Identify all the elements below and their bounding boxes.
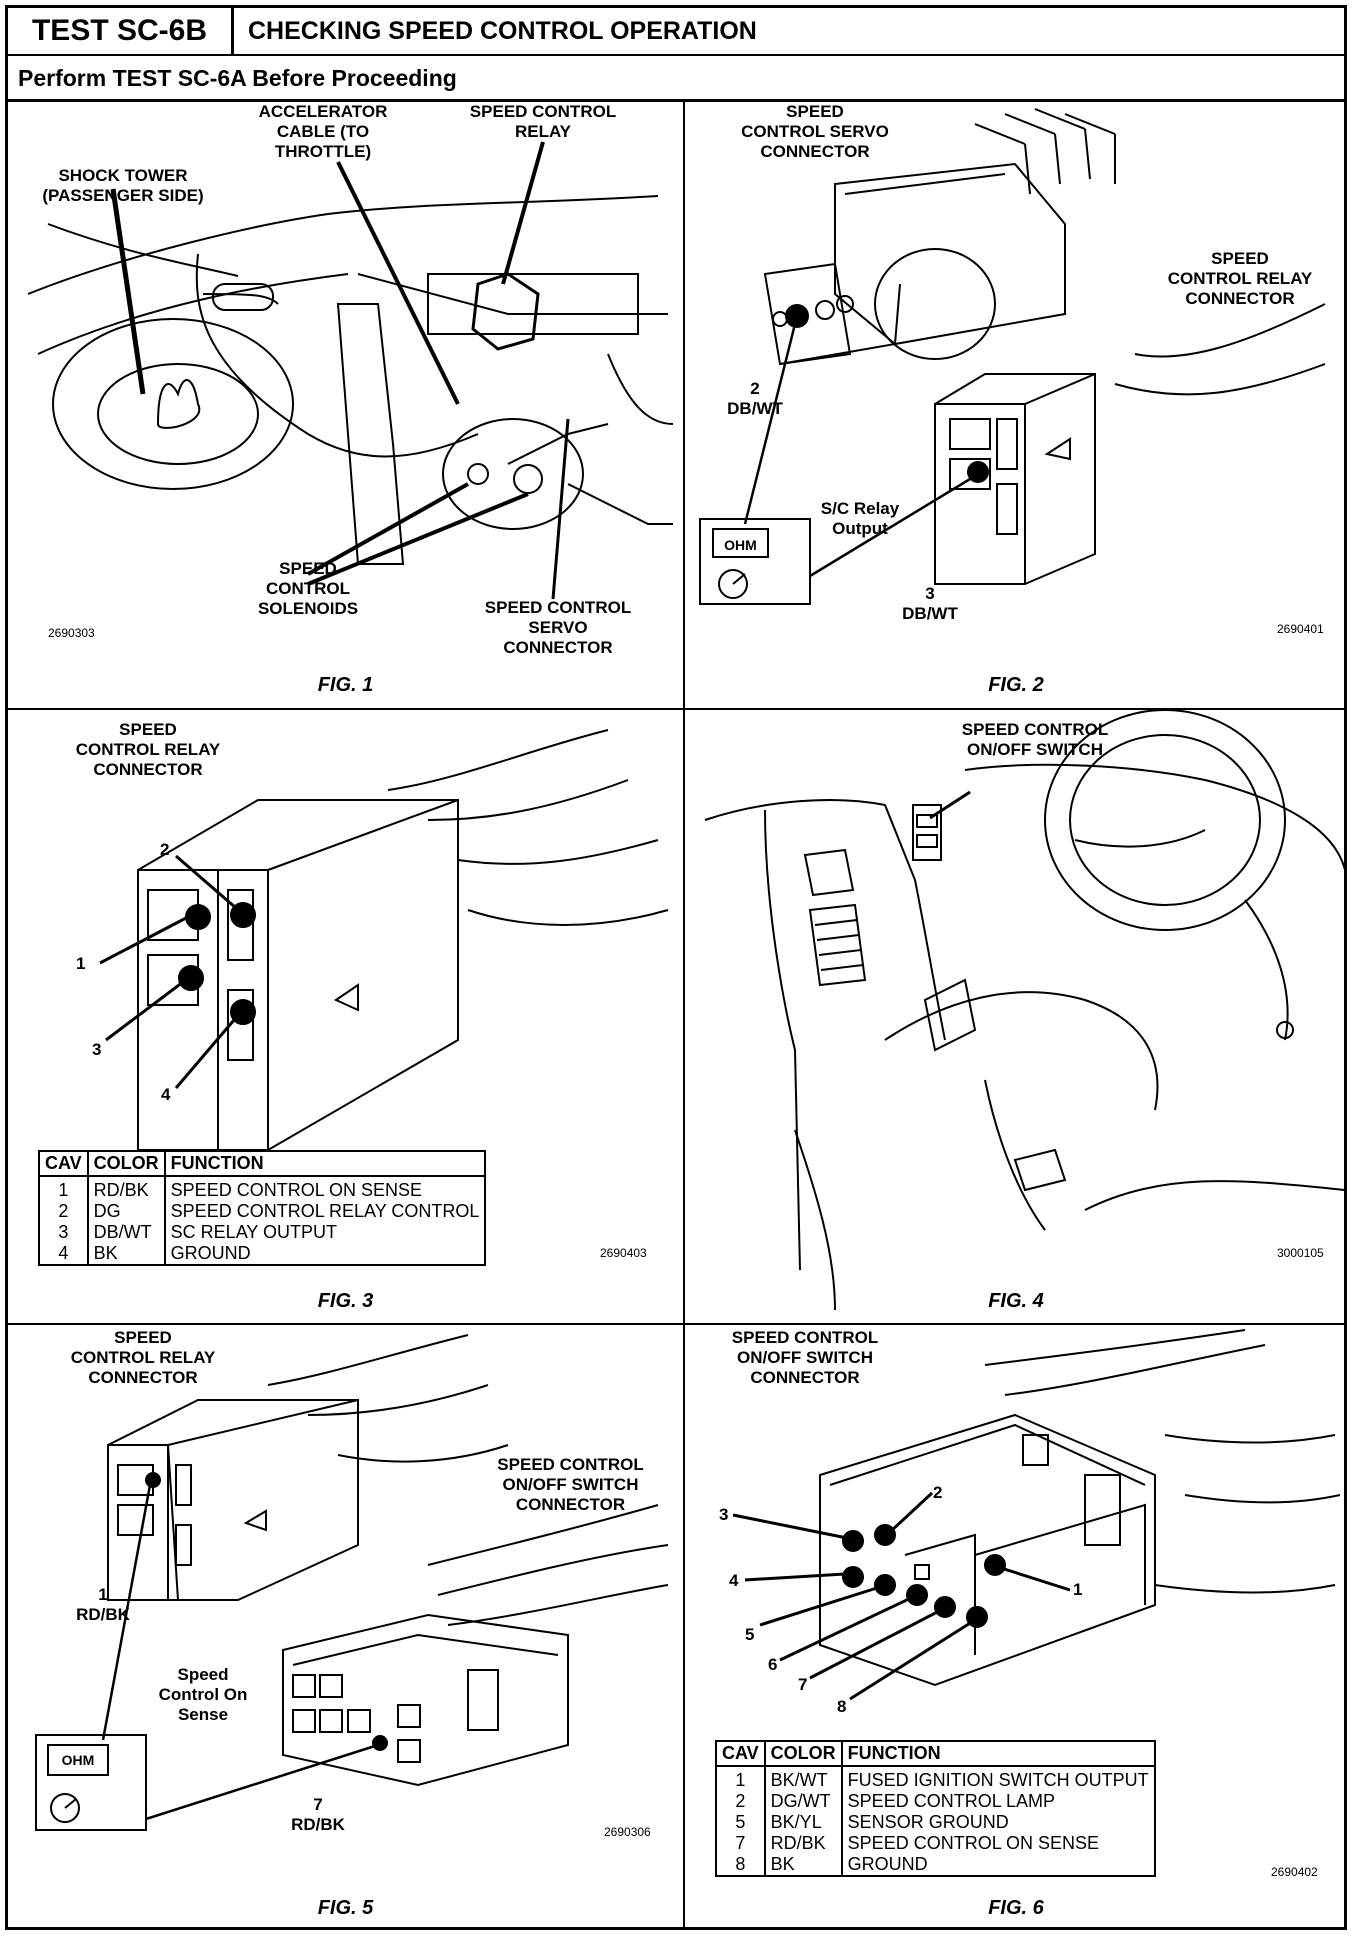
label-servo-connector: SPEED CONTROL SERVO CONNECTOR: [741, 102, 889, 161]
dashboard-switch-location: [704, 710, 1346, 1311]
column-header: CAV: [715, 1740, 766, 1767]
pin-label-3: 3: [92, 1040, 102, 1059]
column-header: FUNCTION: [840, 1740, 1156, 1767]
figure-5-caption: FIG. 5: [317, 1897, 374, 1919]
label-shock-tower: SHOCK TOWER (PASSENGER SIDE): [42, 166, 204, 205]
pin-label-2: 2: [933, 1483, 943, 1502]
figure-code: 2690402: [1271, 1865, 1318, 1879]
label-pin-2: 2 DB/WT: [727, 379, 783, 418]
label-switch-connector: SPEED CONTROL ON/OFF SWITCH CONNECTOR: [497, 1455, 644, 1514]
pin-label-4: 4: [161, 1085, 171, 1104]
figure-2-panel: SPEED CONTROL SERVO CONNECTOR SPEED CONT…: [685, 102, 1347, 708]
pin-label-7: 7: [798, 1675, 808, 1694]
panel-divider-row1: [8, 708, 1344, 710]
column-header: FUNCTION: [163, 1150, 487, 1177]
label-relay-connector: SPEED CONTROL RELAY CONNECTOR: [75, 720, 221, 779]
pin-label-2: 2: [160, 840, 170, 859]
label-speed-control-relay: SPEED CONTROL RELAY: [469, 102, 617, 141]
column-header: CAV: [38, 1150, 89, 1177]
label-pin-3: 3 DB/WT: [902, 584, 958, 623]
pin-label-6: 6: [768, 1655, 778, 1674]
figure-1-panel: SHOCK TOWER (PASSENGER SIDE) ACCELERATOR…: [8, 102, 683, 708]
label-solenoids: SPEED CONTROL SOLENOIDS: [257, 559, 359, 618]
relay-connector-pinout: [99, 729, 669, 1151]
test-id: TEST SC-6B: [8, 8, 234, 54]
pin-label-8: 8: [837, 1697, 847, 1716]
header-bar: TEST SC-6B CHECKING SPEED CONTROL OPERAT…: [8, 8, 1344, 56]
figure-code: 2690403: [600, 1246, 647, 1260]
panel-divider-vertical: [683, 102, 685, 1930]
figure-6-panel: SPEED CONTROL ON/OFF SWITCH CONNECTOR 2 …: [685, 1325, 1347, 1930]
figure-3-caption: FIG. 3: [317, 1290, 374, 1312]
column-header: COLOR: [763, 1740, 843, 1767]
ohmmeter-display: OHM: [61, 1752, 95, 1768]
pin-label-1: 1: [1073, 1580, 1083, 1599]
label-switch-connector: SPEED CONTROL ON/OFF SWITCH CONNECTOR: [731, 1328, 879, 1387]
label-relay-connector: SPEED CONTROL RELAY CONNECTOR: [70, 1328, 216, 1387]
test-sheet: TEST SC-6B CHECKING SPEED CONTROL OPERAT…: [5, 5, 1347, 1930]
figure-code: 2690401: [1277, 622, 1324, 636]
label-relay-output: S/C Relay Output: [820, 499, 900, 538]
pin-label-1: 1: [76, 954, 86, 973]
label-relay-connector: SPEED CONTROL RELAY CONNECTOR: [1167, 249, 1313, 308]
label-on-off-switch: SPEED CONTROL ON/OFF SWITCH: [961, 720, 1109, 759]
relay-to-switch-continuity-test: [35, 1334, 669, 1831]
label-pin-1: 1 RD/BK: [76, 1585, 130, 1624]
column-header: COLOR: [86, 1150, 166, 1177]
prerequisite-note: Perform TEST SC-6A Before Proceeding: [8, 54, 1344, 102]
pin-label-5: 5: [745, 1625, 755, 1644]
figure-1-caption: FIG. 1: [317, 674, 374, 696]
figure-4-panel: SPEED CONTROL ON/OFF SWITCH 3000105 FIG.…: [685, 710, 1347, 1323]
label-on-sense: Speed Control On Sense: [158, 1665, 248, 1724]
figure-code: 3000105: [1277, 1246, 1324, 1260]
figure-3-panel: SPEED CONTROL RELAY CONNECTOR 2 1 3 4 CA…: [8, 710, 683, 1323]
test-title: CHECKING SPEED CONTROL OPERATION: [248, 17, 757, 45]
label-servo-connector: SPEED CONTROL SERVO CONNECTOR: [484, 598, 632, 657]
label-pin-7: 7 RD/BK: [291, 1795, 345, 1834]
switch-connector-pinout: [732, 1329, 1341, 1701]
engine-bay-illustration: [27, 141, 674, 600]
pin-label-4: 4: [729, 1571, 739, 1590]
pin-label-3: 3: [719, 1505, 729, 1524]
panel-divider-row2: [8, 1323, 1344, 1325]
ohmmeter-display: OHM: [724, 537, 757, 553]
figure-5-panel: SPEED CONTROL RELAY CONNECTOR SPEED CONT…: [8, 1325, 683, 1930]
figure-4-caption: FIG. 4: [988, 1290, 1044, 1312]
figure-6-caption: FIG. 6: [988, 1897, 1044, 1919]
label-accelerator-cable: ACCELERATOR CABLE (TO THROTTLE): [258, 102, 388, 161]
figure-code: 2690306: [604, 1825, 651, 1839]
figure-2-caption: FIG. 2: [988, 674, 1044, 696]
figure-code: 2690303: [48, 626, 95, 640]
servo-relay-connector-illustration: [699, 108, 1326, 605]
